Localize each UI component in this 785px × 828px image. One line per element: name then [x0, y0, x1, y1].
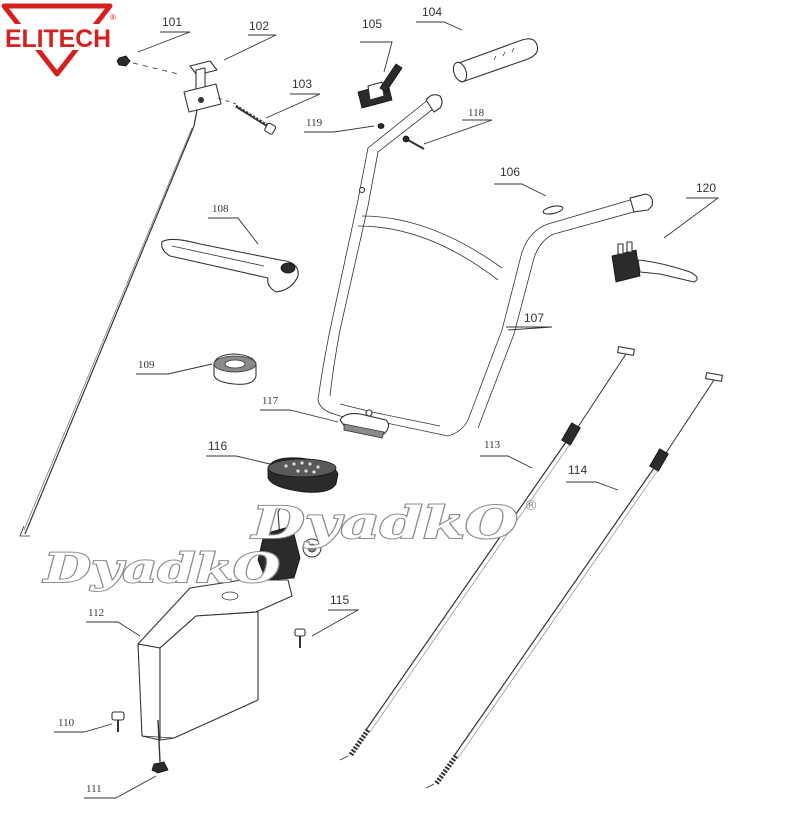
elitech-logo: ELITECH ®: [1, 3, 116, 77]
callout-108: 108: [212, 203, 229, 215]
part-104-handle-grip: [452, 38, 539, 83]
part-111-nut: [151, 719, 169, 774]
callout-104: 104: [422, 5, 442, 19]
callout-113: 113: [484, 439, 501, 451]
part-110-bolt: [111, 711, 125, 732]
part-120-clutch-lever: [611, 241, 698, 283]
part-108-lever-arm: [161, 238, 299, 293]
pivot-shaft: [257, 506, 322, 581]
part-117-mount: [339, 413, 390, 439]
watermark-registered-mark: ®: [524, 498, 538, 514]
callout-114: 114: [568, 463, 587, 477]
callout-103: 103: [292, 77, 312, 91]
callout-119: 119: [306, 117, 323, 129]
part-112-guard: [137, 579, 293, 741]
watermark-text-left: DyadkO: [43, 545, 281, 592]
callout-110: 110: [58, 717, 75, 729]
callout-111: 111: [86, 783, 102, 795]
part-101-nut: [116, 55, 179, 75]
callout-116: 116: [208, 439, 227, 453]
part-114-cable: [425, 372, 723, 789]
part-118-screw: [402, 135, 425, 150]
logo-text: ELITECH: [5, 25, 111, 53]
callout-106: 106: [500, 165, 520, 179]
part-105-switch: [357, 63, 403, 109]
part-102-throttle-bracket: [183, 60, 222, 113]
callout-117: 117: [262, 395, 279, 407]
part-109-bushing: [213, 353, 257, 385]
callout-105: 105: [362, 17, 382, 31]
callout-107: 107: [524, 311, 544, 325]
part-115-bolt: [294, 628, 306, 648]
callout-118: 118: [468, 107, 485, 119]
callout-101: 101: [162, 15, 182, 29]
logo-registered-mark: ®: [110, 13, 116, 22]
part-107-handlebar: [317, 94, 653, 437]
part-113-cable: [339, 346, 635, 761]
callout-102: 102: [249, 19, 269, 33]
part-103-bolt: [217, 97, 277, 135]
callout-labels: 101 102 103 104 105 106 107 108 109 110 …: [58, 5, 716, 795]
part-119-screw: [377, 123, 385, 129]
callout-115: 115: [330, 593, 349, 607]
callout-leaders: [54, 21, 720, 799]
watermark-text-center: DyadkO: [249, 498, 518, 549]
callout-109: 109: [138, 359, 155, 371]
part-116-adjuster-knob: [267, 457, 339, 493]
watermark-center: DyadkO ®: [248, 497, 538, 550]
watermark-left: DyadkO: [42, 544, 282, 593]
part-106-clip: [542, 205, 564, 215]
callout-120: 120: [696, 181, 716, 195]
throttle-rod: [19, 109, 198, 537]
callout-112: 112: [88, 607, 104, 619]
